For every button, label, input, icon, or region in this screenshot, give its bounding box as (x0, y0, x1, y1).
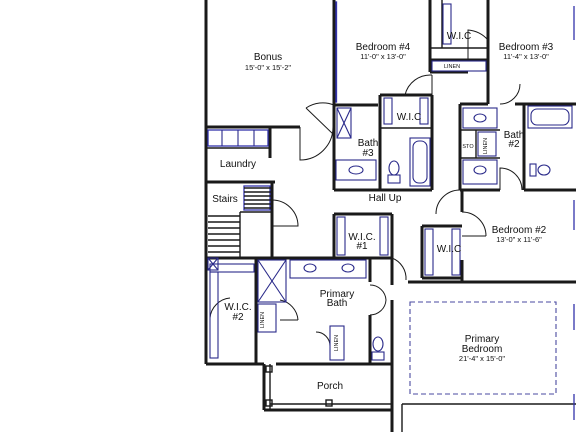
room-wic-mid: W.I.C (397, 112, 421, 123)
label-linen-bath2: LINEN (483, 138, 489, 154)
room-primary-bedroom-line2: Bedroom (462, 344, 503, 355)
room-bedroom3-name: Bedroom #3 (499, 42, 554, 53)
room-wic1-line1: W.I.C. (348, 232, 375, 243)
room-bedroom4-name: Bedroom #4 (356, 42, 411, 53)
room-primary-bath-line1: Primary (320, 289, 354, 300)
room-wic-top: W.I.C (447, 31, 471, 42)
room-primary-bedroom-dims: 21'-4" x 15'-0" (459, 354, 505, 363)
room-bedroom4-dims: 11'-0" x 13'-0" (360, 52, 406, 61)
label-linen-top: LINEN (444, 64, 460, 70)
room-bath2-line1: Bath (504, 130, 525, 141)
walls (204, 0, 576, 432)
room-bedroom2-dims: 13'-0" x 11'-6" (496, 235, 542, 244)
room-wic2-line1: W.I.C. (224, 302, 251, 313)
room-bedroom2-name: Bedroom #2 (492, 225, 547, 236)
room-porch: Porch (317, 381, 343, 392)
room-primary-bedroom-line1: Primary (465, 334, 499, 345)
fixtures (207, 1, 573, 407)
room-laundry: Laundry (220, 159, 256, 170)
label-linen-pbath2: LINEN (334, 335, 340, 351)
room-bonus-dims: 15'-0" x 15'-2" (245, 63, 291, 72)
room-bedroom3-dims: 11'-4" x 13'-0" (503, 52, 549, 61)
room-bath2-line2: #2 (508, 139, 520, 150)
room-labels: Bonus 15'-0" x 15'-2" Bedroom #4 11'-0" … (212, 31, 553, 392)
room-bath3-line2: #3 (362, 148, 374, 159)
room-primary-bath-line2: Bath (327, 298, 348, 309)
label-linen-pbath: LINEN (260, 312, 266, 328)
label-sto: STO (462, 144, 474, 150)
room-stairs: Stairs (212, 194, 238, 205)
room-wic-b2: W.I.C (437, 244, 461, 255)
room-bonus-name: Bonus (254, 52, 282, 63)
room-bath3-line1: Bath (358, 138, 379, 149)
room-wic1-line2: #1 (356, 241, 368, 252)
room-hall-up: Hall Up (369, 193, 402, 204)
doors (209, 29, 523, 347)
room-wic2-line2: #2 (232, 312, 244, 323)
